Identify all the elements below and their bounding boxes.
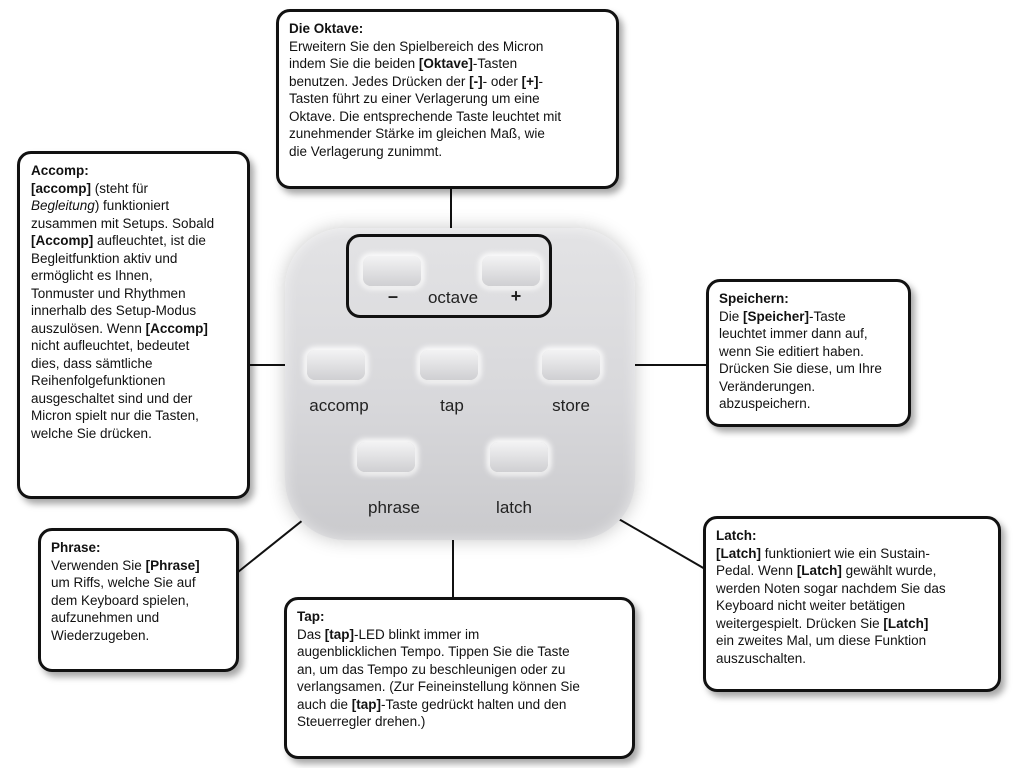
callout-line: Wiederzugeben. [51, 627, 150, 643]
phrase-label: phrase [368, 498, 420, 517]
callout-line: Keyboard nicht weiter betätigen [716, 598, 906, 613]
callout-line: um Riffs, welche Sie auf [51, 575, 196, 590]
store-button[interactable] [542, 350, 600, 380]
callout-latch: Latch: [Latch] funktioniert wie ein Sust… [703, 516, 1001, 692]
octave-button-group [346, 234, 552, 318]
callout-store: Speichern: Die [Speicher]-Taste leuchtet… [706, 279, 911, 427]
callout-line: verlangsamen. (Zur Feineinstellung könne… [297, 679, 580, 694]
callout-line: zunehmender Stärke im gleichen Maß, wie [289, 126, 545, 141]
callout-line: Erweitern Sie den Spielbereich des Micro… [289, 38, 544, 54]
callout-line: Begleitfunktion aktiv und [31, 250, 178, 266]
latch-label: latch [496, 498, 532, 517]
callout-line: auszuschalten. [716, 650, 807, 666]
callout-line: Veränderungen. [719, 378, 816, 394]
callout-line: nicht aufleuchtet, bedeutet [31, 338, 190, 353]
callout-line: dies, dass sämtliche [31, 355, 153, 371]
callout-tap: Tap: Das [tap]-LED blinkt immer im augen… [284, 597, 635, 759]
callout-line: welche Sie drücken. [31, 425, 152, 441]
callout-line: innerhalb des Setup-Modus [31, 303, 197, 318]
callout-line: weitergespielt. Drücken Sie [Latch] [716, 615, 929, 631]
callout-title: Die Oktave: [289, 21, 364, 36]
octave-minus-button[interactable] [363, 256, 421, 286]
callout-line: ein zweites Mal, um diese Funktion [716, 633, 927, 648]
callout-line: abzuspeichern. [719, 396, 811, 411]
callout-line: Steuerregler drehen.) [297, 714, 426, 729]
callout-title: Tap: [297, 609, 325, 624]
callout-line: Oktave. Die entsprechende Taste leuchtet… [289, 108, 562, 124]
octave-plus-button[interactable] [482, 256, 540, 286]
callout-title: Speichern: [719, 291, 789, 306]
accomp-label: accomp [309, 396, 369, 415]
callout-line: [Latch] funktioniert wie ein Sustain- [716, 545, 930, 561]
callout-line: leuchtet immer dann auf, [719, 326, 868, 341]
callout-line: Reihenfolgefunktionen [31, 373, 166, 388]
callout-line: auszulösen. Wenn [Accomp] [31, 320, 208, 336]
callout-phrase: Phrase: Verwenden Sie [Phrase] um Riffs,… [38, 528, 239, 672]
accomp-button[interactable] [307, 350, 365, 380]
callout-oktave: Die Oktave: Erweitern Sie den Spielberei… [276, 9, 619, 189]
callout-line: ermöglicht es Ihnen, [31, 268, 153, 283]
octave-label: octave [427, 288, 479, 307]
callout-line: Micron spielt nur die Tasten, [31, 408, 199, 423]
callout-line: dem Keyboard spielen, [51, 592, 190, 608]
tap-label: tap [440, 396, 464, 415]
callout-line: benutzen. Jedes Drücken der [-]- oder [+… [289, 73, 544, 89]
phrase-button[interactable] [357, 442, 415, 472]
callout-title: Phrase: [51, 540, 101, 555]
tap-button[interactable] [420, 350, 478, 380]
callout-line: an, um das Tempo zu beschleunigen oder z… [297, 661, 566, 677]
callout-line: die Verlagerung zunimmt. [289, 143, 443, 159]
callout-line: wenn Sie editiert haben. [719, 343, 864, 359]
callout-line: Tonmuster und Rhythmen [31, 285, 186, 301]
callout-title: Latch: [716, 528, 757, 543]
callout-line: aufzunehmen und [51, 610, 160, 625]
callout-line: Die [Speicher]-Taste [719, 308, 846, 324]
callout-line: [Accomp] aufleuchtet, ist die [31, 233, 206, 248]
callout-line: auch die [tap]-Taste gedrückt halten und… [297, 696, 567, 712]
store-label: store [552, 396, 590, 415]
callout-line: [accomp] (steht für [31, 180, 149, 196]
callout-line: werden Noten sogar nachdem Sie das [716, 580, 946, 596]
micron-control-panel [285, 228, 635, 540]
callout-line: Pedal. Wenn [Latch] gewählt wurde, [716, 563, 937, 578]
callout-line: Das [tap]-LED blinkt immer im [297, 626, 480, 642]
callout-line: Tasten führt zu einer Verlagerung um ein… [289, 91, 540, 106]
octave-plus-label: + [510, 286, 522, 306]
callout-accomp: Accomp: [accomp] (steht für Begleitung) … [17, 151, 250, 499]
callout-title: Accomp: [31, 163, 89, 178]
callout-line: Verwenden Sie [Phrase] [51, 557, 200, 573]
callout-line: Drücken Sie diese, um Ihre [719, 361, 882, 376]
callout-line: indem Sie die beiden [Oktave]-Tasten [289, 56, 518, 71]
callout-line: ausgeschaltet sind und der [31, 390, 193, 406]
octave-minus-label: – [387, 286, 399, 306]
callout-line: Begleitung) funktioniert [31, 198, 170, 213]
callout-line: zusammen mit Setups. Sobald [31, 215, 215, 231]
latch-button[interactable] [490, 442, 548, 472]
callout-line: augenblicklichen Tempo. Tippen Sie die T… [297, 644, 570, 659]
